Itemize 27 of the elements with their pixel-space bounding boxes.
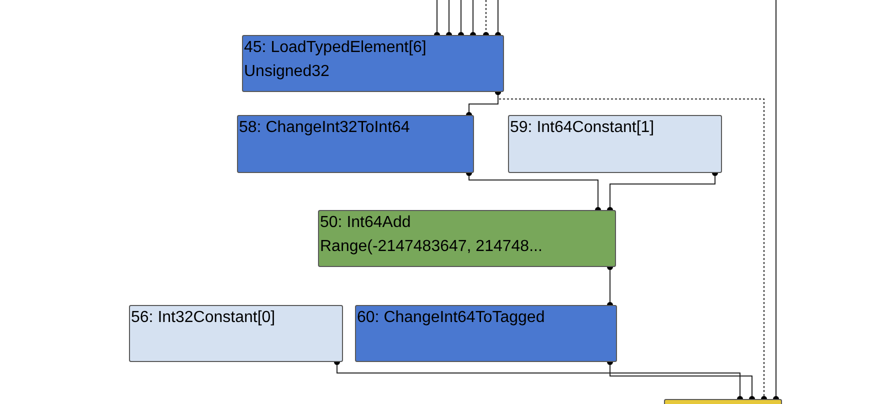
connector	[470, 0, 476, 38]
node-label: 60: ChangeInt64ToTagged	[357, 308, 545, 328]
connector	[495, 89, 767, 402]
node-label: 59: Int64Constant[1]	[510, 118, 654, 138]
node-box	[355, 305, 617, 362]
node-label: 58: ChangeInt32ToInt64	[239, 118, 410, 138]
node-label: 50: Int64Add	[320, 213, 411, 233]
connector	[483, 0, 489, 38]
connector	[446, 0, 452, 38]
node-box	[318, 210, 616, 267]
node-label: Range(-2147483647, 214748...	[320, 237, 542, 257]
connector	[607, 264, 613, 308]
connector	[434, 0, 440, 38]
connector	[607, 359, 755, 402]
connector	[607, 170, 718, 213]
node-box	[242, 35, 504, 92]
connector	[466, 170, 601, 213]
node-label: 56: Int32Constant[0]	[131, 308, 276, 328]
connector	[458, 0, 464, 38]
node-label: 45: LoadTypedElement[6]	[244, 38, 426, 58]
connector	[334, 359, 743, 402]
node-box	[129, 305, 343, 362]
connector	[495, 0, 501, 38]
node-box	[508, 115, 722, 173]
node-box	[237, 115, 474, 173]
node-label: Unsigned32	[244, 62, 330, 82]
connector	[773, 0, 779, 402]
